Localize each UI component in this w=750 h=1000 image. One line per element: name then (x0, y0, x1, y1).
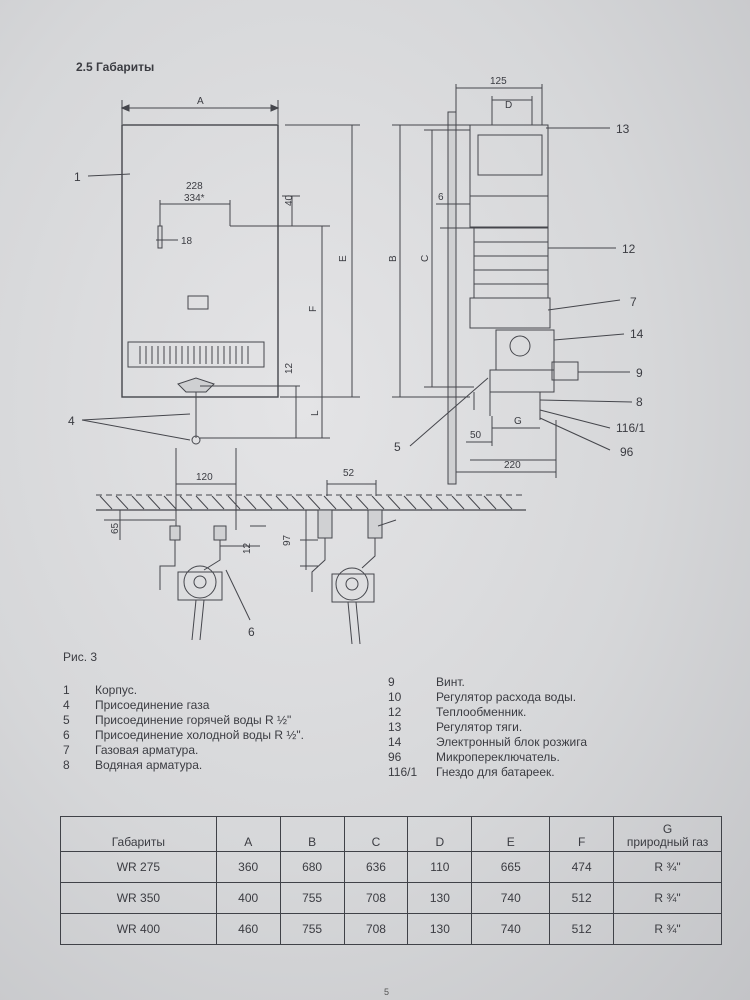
dim-label-334: 334* (184, 193, 205, 204)
dim-label-52: 52 (343, 468, 355, 479)
table-header-d: D (407, 816, 473, 852)
dim-label-228: 228 (186, 181, 203, 192)
dim-label-f: F (308, 306, 319, 312)
dim-label-g: G (514, 416, 522, 427)
callout-5: 5 (394, 440, 401, 454)
callout-8: 8 (636, 395, 643, 409)
table-row: WR 350 400 755 708 130 740 512 R ¾" (60, 882, 722, 914)
dim-label-65: 65 (110, 522, 121, 534)
dim-label-c: C (420, 255, 431, 262)
table-row: WR 400 460 755 708 130 740 512 R ¾" (60, 913, 722, 945)
callout-6: 6 (248, 625, 255, 639)
figure-caption: Рис. 3 (63, 650, 98, 664)
front-view (81, 100, 360, 530)
callout-14: 14 (630, 327, 644, 341)
dim-label-220: 220 (504, 460, 521, 471)
dim-label-97: 97 (282, 534, 293, 546)
table-row: WR 275 360 680 636 110 665 474 R ¾" (60, 851, 722, 883)
table-header-f: F (549, 816, 615, 852)
piping-left (104, 510, 266, 641)
piping-right (300, 480, 397, 645)
table-header-c: C (343, 816, 409, 852)
dim-label-l: L (310, 410, 321, 416)
wall-line (96, 494, 526, 511)
table-header-e: E (471, 816, 551, 852)
callout-9: 9 (636, 366, 643, 380)
dim-label-18: 18 (181, 236, 193, 247)
callout-4: 4 (68, 414, 75, 428)
table-header-a: A (215, 816, 281, 852)
callout-7: 7 (630, 295, 637, 309)
callout-96: 96 (620, 445, 634, 459)
dim-label-120: 120 (196, 472, 213, 483)
table-header-name: Габариты (60, 816, 217, 852)
dim-label-12-piping: 12 (242, 542, 253, 554)
callout-116-1: 116/1 (616, 421, 645, 435)
dimension-drawing: A 1 228 334* 18 40 E F 12 L 4 120 125 D … (68, 76, 645, 645)
dim-label-e: E (338, 255, 349, 262)
section-title: 2.5 Габариты (76, 60, 155, 74)
callout-12: 12 (622, 242, 636, 256)
page-number: 5 (384, 987, 390, 997)
callout-1: 1 (74, 170, 81, 184)
side-view (392, 84, 633, 485)
dim-label-40: 40 (284, 194, 295, 206)
dim-label-125: 125 (490, 76, 507, 87)
dim-label-50: 50 (470, 430, 482, 441)
table-header-b: B (279, 816, 345, 852)
dim-label-6-side: 6 (438, 192, 444, 203)
dim-label-a: A (197, 96, 204, 107)
callout-13: 13 (616, 122, 630, 136)
dim-label-12-front: 12 (284, 362, 295, 374)
dim-label-b: B (388, 255, 399, 262)
dim-label-d: D (505, 100, 512, 111)
